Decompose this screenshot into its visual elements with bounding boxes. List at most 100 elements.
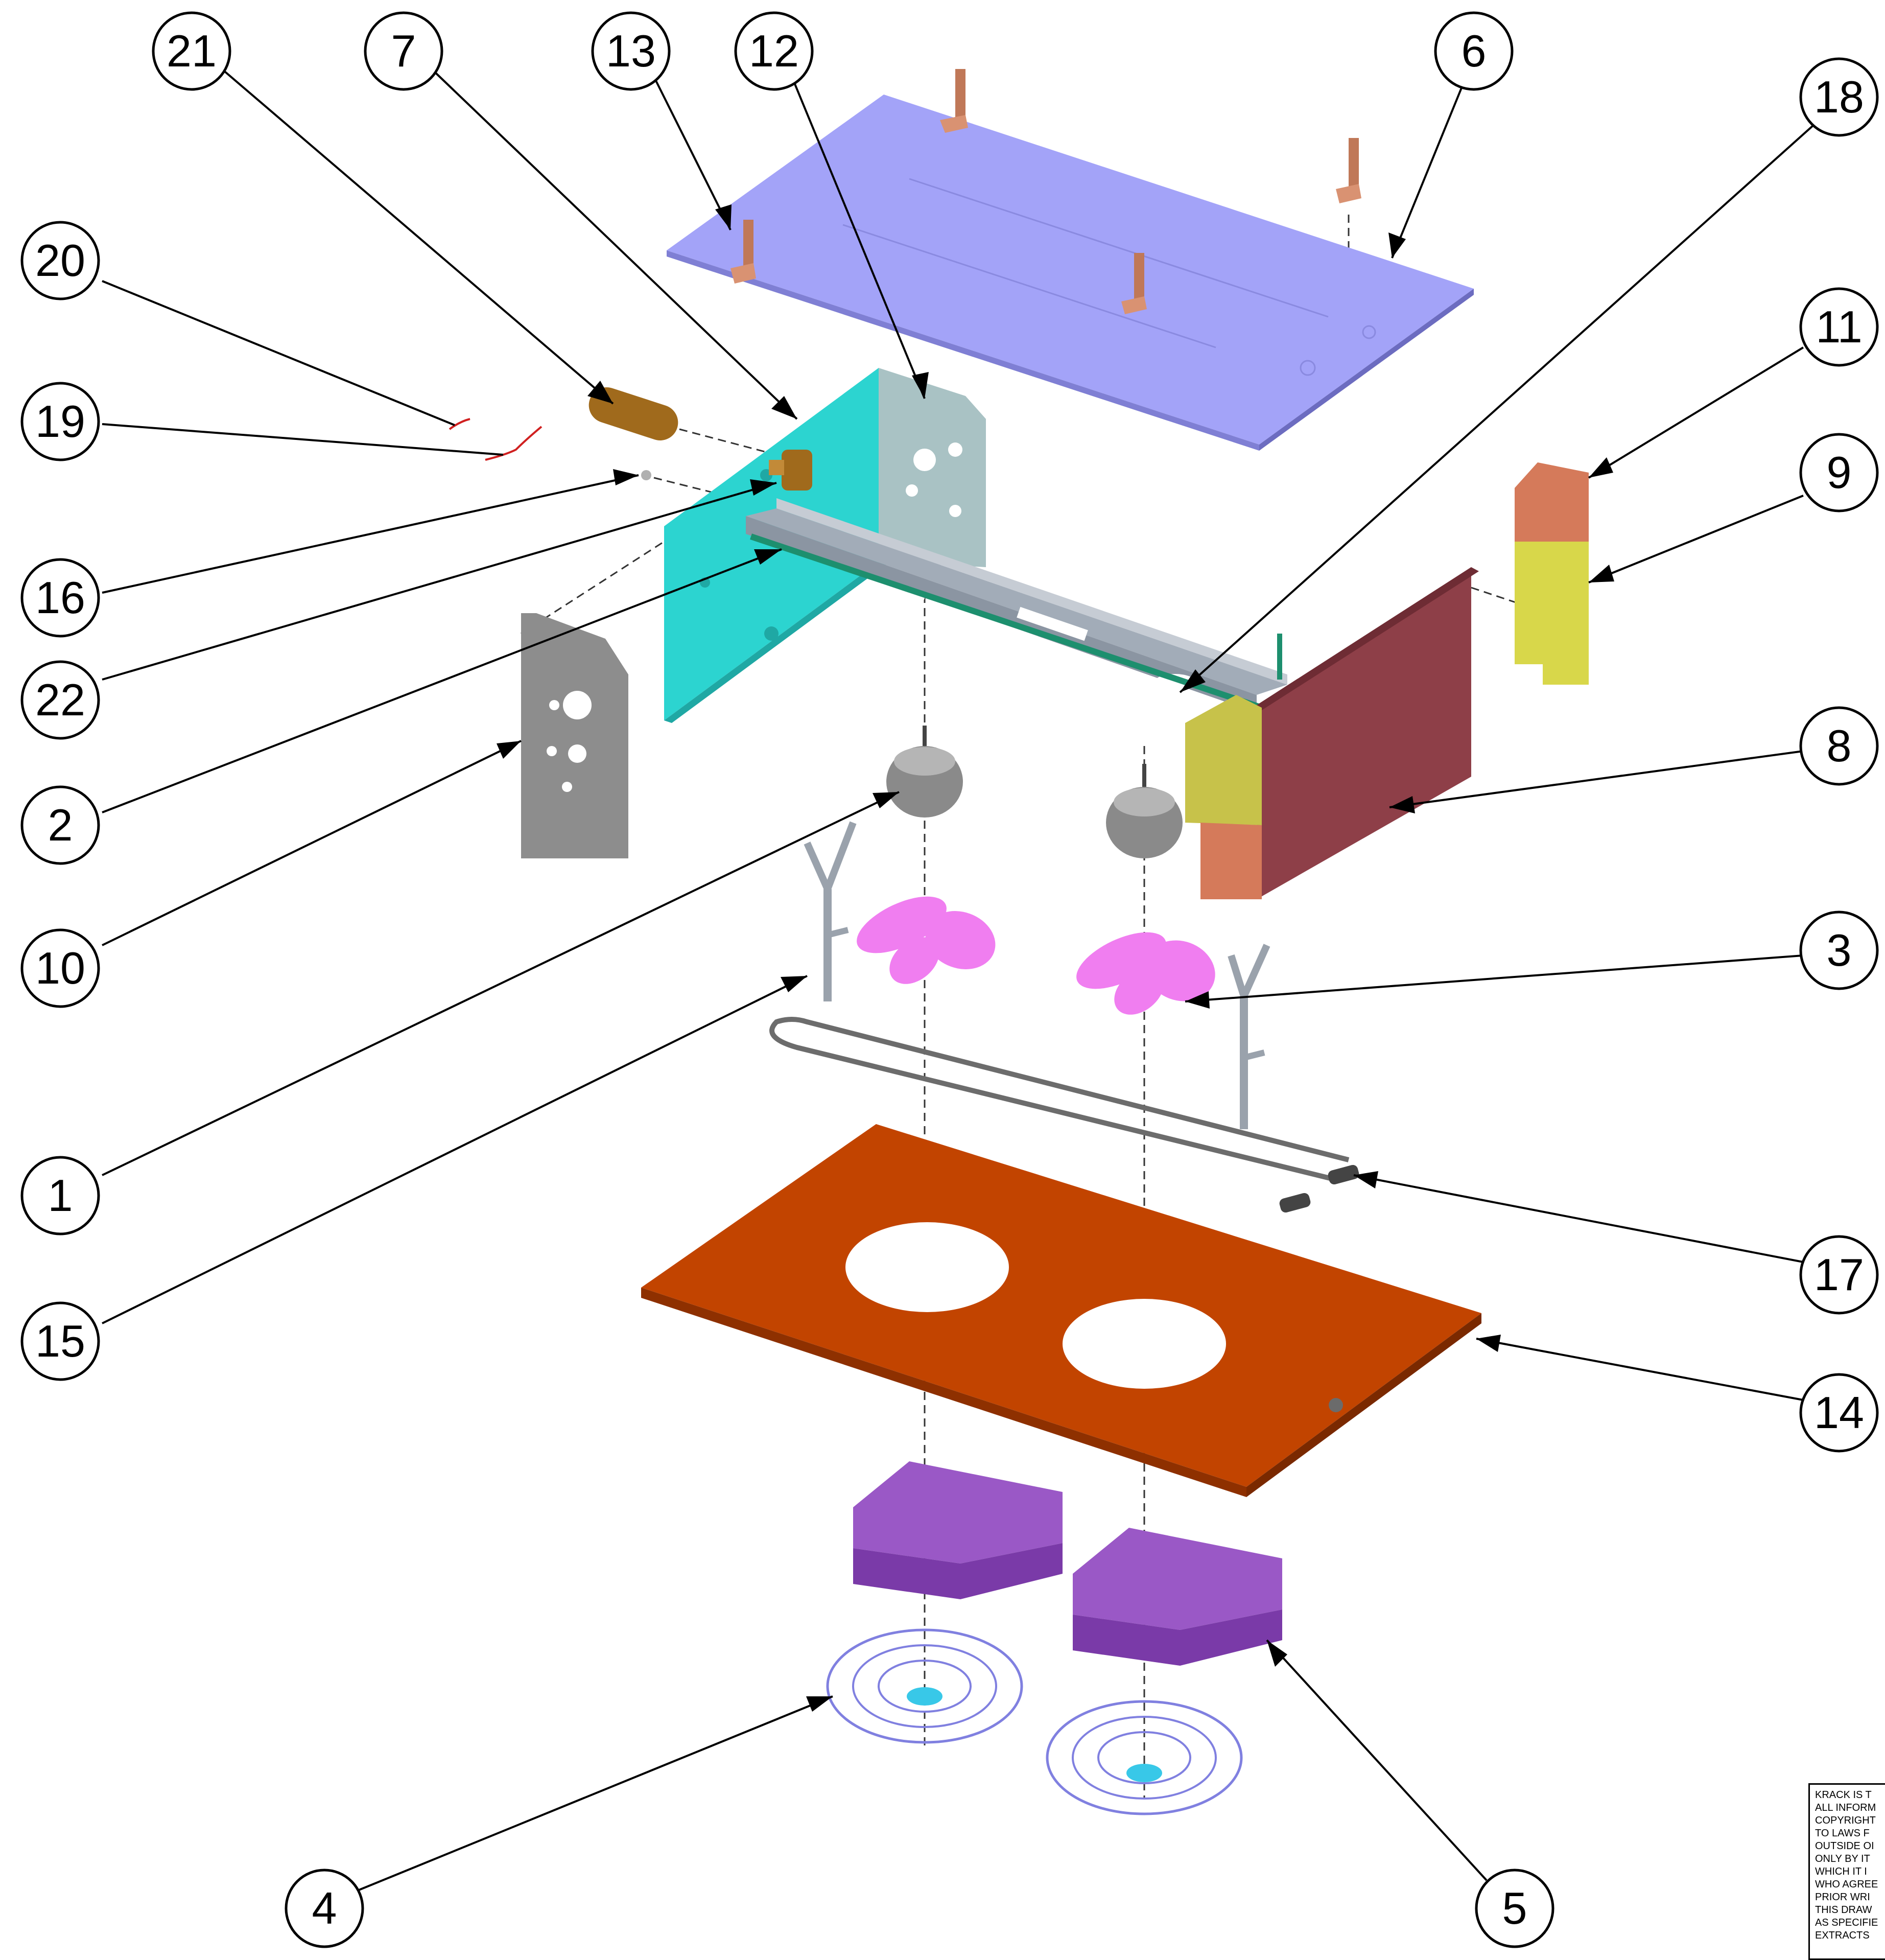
balloon-circle (20, 660, 100, 740)
balloon-circle (20, 382, 100, 461)
notice-line: WHO AGREE (1815, 1879, 1878, 1890)
upper-bracket (1515, 462, 1589, 542)
balloon-number: 7 (391, 26, 416, 76)
balloon-number: 1 (48, 1170, 73, 1221)
fan-motors (886, 726, 1183, 858)
leader-8 (1389, 750, 1804, 808)
fan-motor (1106, 764, 1183, 858)
mounting-plate (521, 613, 628, 858)
fan-guards (826, 1628, 1243, 1815)
lower-bracket (1515, 542, 1589, 685)
fan-blades (857, 896, 1215, 1015)
balloon-heater-element: 17 (1799, 1235, 1879, 1315)
balloon-fan-guard: 4 (285, 1869, 364, 1948)
leader-11 (1588, 346, 1804, 479)
top-panel (667, 95, 1474, 451)
leader-4 (357, 1695, 833, 1892)
balloon-number: 5 (1502, 1883, 1527, 1933)
balloon-circle (1799, 1235, 1879, 1315)
balloon-circle (591, 11, 671, 91)
balloon-circle (1799, 706, 1879, 786)
leader-21 (224, 71, 614, 405)
balloon-fan-motor: 1 (20, 1156, 100, 1235)
access-fitting (641, 470, 651, 480)
balloon-inner-panel: 12 (734, 11, 814, 91)
drain-tubes (804, 821, 1270, 1129)
balloon-sensor-clip: 20 (20, 221, 100, 300)
balloon-circle (1799, 1373, 1879, 1453)
balloon-number: 11 (1816, 301, 1862, 352)
balloon-number: 10 (35, 943, 85, 993)
balloon-sensor: 19 (20, 382, 100, 461)
leader-15 (102, 975, 808, 1324)
leader-10 (102, 740, 522, 946)
filter-pad (1073, 1528, 1282, 1666)
leader-6 (1391, 76, 1467, 259)
leader-arrowheads (497, 204, 1614, 1712)
balloon-circle (20, 1156, 100, 1235)
balloon-lower-bracket: 9 (1799, 433, 1879, 512)
balloon-number: 13 (606, 26, 656, 76)
leader-22 (102, 482, 777, 681)
notice-line: THIS DRAW (1815, 1904, 1872, 1916)
balloon-circle (1799, 287, 1879, 367)
drain-tube (1228, 944, 1270, 1129)
balloon-number: 9 (1827, 447, 1852, 498)
heater-element (769, 1017, 1359, 1213)
leader-13 (653, 76, 732, 230)
balloon-number: 20 (35, 235, 85, 286)
balloon-drain-rod: 18 (1799, 57, 1879, 137)
balloon-circle (1475, 1869, 1554, 1948)
sensor (485, 426, 543, 461)
leader-17 (1353, 1174, 1804, 1263)
mounting-bracket (1336, 138, 1361, 203)
mounting-bracket (1121, 253, 1147, 314)
balloon-circle (1434, 11, 1514, 91)
balloon-number: 16 (35, 572, 85, 623)
balloon-end-panel: 8 (1799, 706, 1879, 786)
notice-line: TO LAWS F (1815, 1828, 1870, 1839)
fan-guard (826, 1628, 1023, 1744)
leader-7 (433, 71, 798, 420)
balloon-circle (285, 1869, 364, 1948)
leader-5 (1266, 1639, 1488, 1881)
balloon-number: 14 (1814, 1387, 1864, 1438)
balloon-mounting-bracket: 13 (591, 11, 671, 91)
balloon-circle (20, 1301, 100, 1381)
balloon-upper-bracket: 11 (1799, 287, 1879, 367)
drain-rod (750, 533, 1282, 716)
balloon-number: 12 (749, 26, 799, 76)
balloon-circle (20, 558, 100, 638)
filter-pad (853, 1461, 1063, 1599)
balloon-number: 21 (167, 26, 217, 76)
end-panel-bracket (1185, 695, 1262, 899)
fan-guard (1046, 1700, 1243, 1815)
inner-panel (879, 368, 986, 567)
balloon-circle (1799, 433, 1879, 512)
leader-19 (102, 423, 504, 456)
balloon-circle (152, 11, 231, 91)
balloon-circle (20, 221, 100, 300)
balloon-circle (1799, 911, 1879, 990)
notice-line: OUTSIDE OI (1815, 1840, 1874, 1852)
balloon-number: 18 (1814, 72, 1864, 122)
balloon-number: 19 (35, 396, 85, 447)
leader-20 (102, 280, 455, 426)
drain-tube (804, 821, 857, 1001)
balloon-expansion-valve: 7 (364, 11, 443, 91)
leader-1 (102, 791, 900, 1176)
notice-line: COPYRIGHT (1815, 1815, 1876, 1826)
balloon-number: 17 (1814, 1249, 1864, 1300)
balloon-access-fitting: 16 (20, 558, 100, 638)
filter-pads (853, 1461, 1282, 1666)
notice-line: KRACK IS T (1815, 1789, 1872, 1801)
balloon-number: 4 (312, 1883, 337, 1933)
leader-18 (1179, 124, 1815, 693)
fan-motor (886, 726, 963, 818)
balloon-circle (20, 785, 100, 865)
balloon-drip-tray: 14 (1799, 1373, 1879, 1453)
bracket-upright (955, 69, 965, 125)
balloon-filter-pad: 5 (1475, 1869, 1554, 1948)
